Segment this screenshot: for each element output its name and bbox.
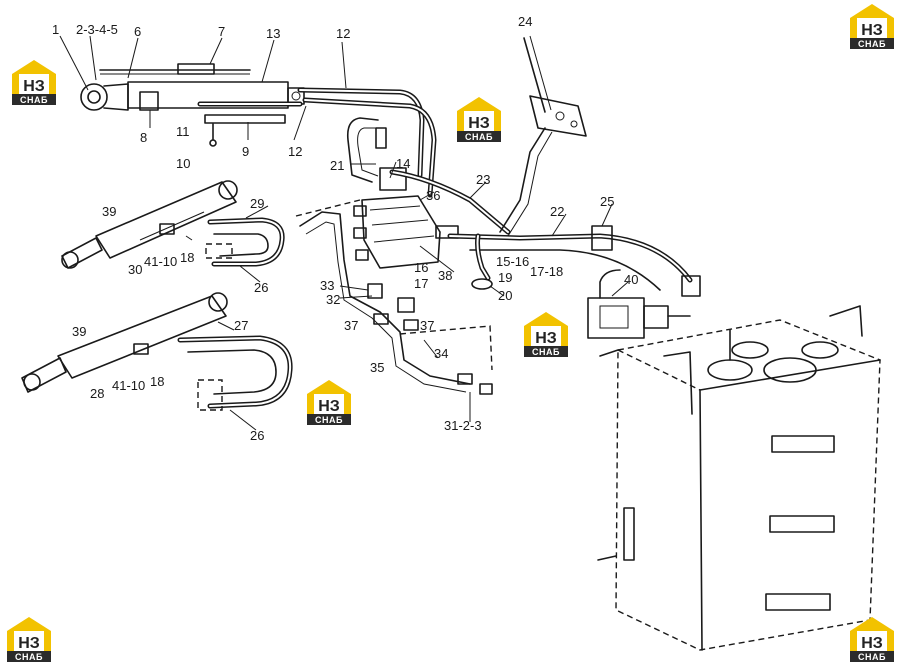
label-6: 6 xyxy=(134,24,141,39)
label-27: 27 xyxy=(234,318,248,333)
label-26-lower: 26 xyxy=(250,428,264,443)
label-31-2-3: 31-2-3 xyxy=(444,418,482,433)
logo-mark: НЗ xyxy=(861,635,883,652)
steel-pipes xyxy=(295,199,493,395)
logo-word: СНАБ xyxy=(315,415,343,425)
label-28: 28 xyxy=(90,386,104,401)
leader-lines xyxy=(59,35,629,431)
label-16: 16 xyxy=(414,260,428,275)
logo-word: СНАБ xyxy=(858,39,886,49)
label-13: 13 xyxy=(266,26,280,41)
control-lever xyxy=(523,35,587,137)
label-29: 29 xyxy=(250,196,264,211)
label-12-bottom: 12 xyxy=(288,144,302,159)
logo-mark: НЗ xyxy=(23,78,45,95)
right-hoses xyxy=(389,127,701,297)
part-labels: 1 2-3-4-5 6 7 13 12 24 8 11 10 9 12 21 1… xyxy=(52,14,638,443)
logo-word: СНАБ xyxy=(15,652,43,662)
label-22: 22 xyxy=(550,204,564,219)
label-30: 30 xyxy=(128,262,142,277)
lift-cylinder-lower xyxy=(21,292,228,393)
logo-mark: НЗ xyxy=(861,22,883,39)
control-valve-block xyxy=(353,167,459,269)
label-17: 17 xyxy=(414,276,428,291)
watermark-logos: НЗСНАБНЗСНАБНЗСНАБНЗСНАБНЗСНАБНЗСНАБНЗСН… xyxy=(7,4,894,662)
label-19: 19 xyxy=(498,270,512,285)
hydraulic-tank xyxy=(597,305,881,651)
label-23: 23 xyxy=(476,172,490,187)
label-25: 25 xyxy=(600,194,614,209)
label-1: 1 xyxy=(52,22,59,37)
logo-mark: НЗ xyxy=(468,115,490,132)
label-36: 36 xyxy=(426,188,440,203)
hose-26-upper xyxy=(205,217,285,267)
label-39-lower: 39 xyxy=(72,324,86,339)
label-8: 8 xyxy=(140,130,147,145)
label-37-left: 37 xyxy=(344,318,358,333)
logo-mark: НЗ xyxy=(318,398,340,415)
filter-assembly xyxy=(471,233,493,290)
label-39-upper: 39 xyxy=(102,204,116,219)
logo-word: СНАБ xyxy=(532,347,560,357)
label-15-16: 15-16 xyxy=(496,254,529,269)
top-cylinder xyxy=(80,63,305,147)
label-32: 32 xyxy=(326,292,340,307)
logo-mark: НЗ xyxy=(18,635,40,652)
label-41-10-lower: 41-10 xyxy=(112,378,145,393)
label-40: 40 xyxy=(624,272,638,287)
label-34: 34 xyxy=(434,346,448,361)
label-38: 38 xyxy=(438,268,452,283)
label-14: 14 xyxy=(396,156,410,171)
label-33: 33 xyxy=(320,278,334,293)
label-17-18: 17-18 xyxy=(530,264,563,279)
label-11: 11 xyxy=(176,124,190,139)
label-12-top: 12 xyxy=(336,26,350,41)
label-37-right: 37 xyxy=(420,318,434,333)
label-10: 10 xyxy=(176,156,190,171)
label-7: 7 xyxy=(218,24,225,39)
label-2-3-4-5: 2-3-4-5 xyxy=(76,22,118,37)
label-35: 35 xyxy=(370,360,384,375)
logo-word: СНАБ xyxy=(465,132,493,142)
logo-mark: НЗ xyxy=(535,330,557,347)
label-26-upper: 26 xyxy=(254,280,268,295)
hydraulic-pump xyxy=(587,269,691,339)
label-20: 20 xyxy=(498,288,512,303)
top-hoses xyxy=(297,87,437,198)
hose-26-lower xyxy=(177,335,293,411)
label-9: 9 xyxy=(242,144,249,159)
logo-word: СНАБ xyxy=(858,652,886,662)
label-18-upper: 18 xyxy=(180,250,194,265)
lift-cylinder-upper xyxy=(61,180,238,269)
label-21: 21 xyxy=(330,158,344,173)
label-24: 24 xyxy=(518,14,532,29)
label-41-10-upper: 41-10 xyxy=(144,254,177,269)
label-18-lower: 18 xyxy=(150,374,164,389)
logo-word: СНАБ xyxy=(20,95,48,105)
